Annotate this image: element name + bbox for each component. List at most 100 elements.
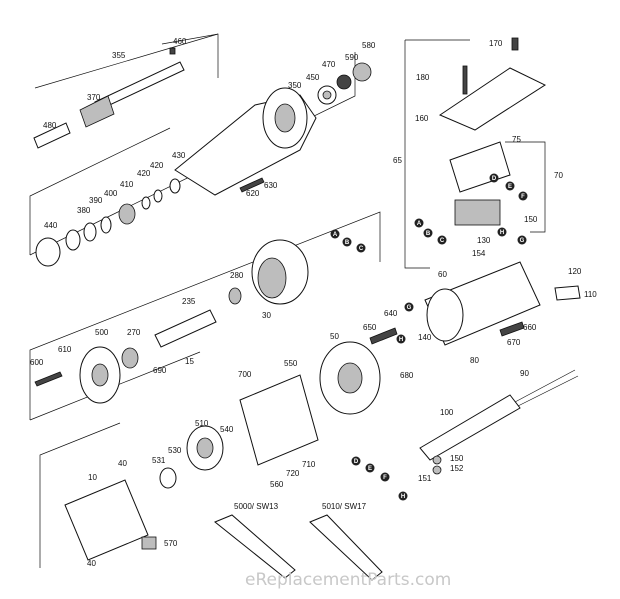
switch-assembly [369, 37, 581, 346]
washer-420a [141, 196, 151, 210]
bearing-cover-bore [337, 362, 363, 394]
motor-assembly [34, 239, 309, 404]
badge-dot [518, 191, 528, 201]
part-label: 170 [489, 39, 503, 48]
badge-letter: C [359, 246, 364, 252]
cord-wire-b [517, 375, 579, 407]
collet-key [33, 122, 71, 149]
connector-badge: E [505, 181, 515, 191]
connector-badge: D [351, 456, 361, 466]
cap-152 [432, 465, 442, 475]
badge-letter: D [354, 459, 359, 465]
connector-badge: G [517, 235, 527, 245]
part-label: 700 [238, 370, 252, 379]
cord-assembly [419, 369, 579, 475]
badge-letter: G [520, 238, 525, 244]
badge-dot [398, 491, 408, 501]
frame-switch-group [505, 141, 546, 233]
ring-430 [169, 178, 181, 194]
callout-labels: 3554603704803504504705905804304204204104… [30, 37, 597, 568]
part-label: 480 [43, 121, 57, 130]
bearing-280 [228, 287, 242, 305]
washer-390 [83, 222, 97, 242]
screw-660 [499, 321, 525, 337]
housing-assembly [64, 341, 381, 561]
part-label: 530 [168, 446, 182, 455]
wrench-5010 [309, 514, 383, 581]
part-label: 550 [284, 359, 298, 368]
part-label: 5010/ SW17 [322, 502, 367, 511]
part-label: 540 [220, 425, 234, 434]
part-label: 680 [400, 371, 414, 380]
watermark-text: eReplacementParts.com [245, 570, 451, 590]
badge-dot [365, 463, 375, 473]
part-label: 75 [512, 135, 521, 144]
part-label: 660 [523, 323, 537, 332]
badge-letter: B [426, 231, 431, 237]
badge-dot [356, 243, 366, 253]
part-label: 580 [362, 41, 376, 50]
part-label: 50 [330, 332, 339, 341]
fan-hub [196, 437, 214, 459]
connector-badge: A [330, 229, 340, 239]
part-label: 460 [173, 37, 187, 46]
part-label: 590 [345, 53, 359, 62]
part-label: 420 [150, 161, 164, 170]
part-label: 40 [118, 459, 127, 468]
part-label: 500 [95, 328, 109, 337]
part-label: 30 [262, 311, 271, 320]
frame-gear-bottom [29, 52, 356, 256]
bearing-410 [118, 203, 136, 225]
part-label: 90 [520, 369, 529, 378]
part-label: 620 [246, 189, 260, 198]
screw-600 [34, 371, 63, 387]
part-label: 100 [440, 408, 454, 417]
cap-150 [432, 455, 442, 465]
part-label: 150 [524, 215, 538, 224]
badge-letter: H [401, 494, 405, 500]
part-label: 151 [418, 474, 432, 483]
badge-dot [380, 472, 390, 482]
part-label: 60 [438, 270, 447, 279]
connector-badge: H [398, 491, 408, 501]
badge-dot [497, 227, 507, 237]
part-label: 380 [77, 206, 91, 215]
badge-letter: F [521, 194, 525, 200]
switch-cover-160 [438, 67, 547, 131]
ring-531 [159, 467, 177, 489]
cap-570 [141, 536, 157, 550]
armature-235 [154, 309, 217, 348]
badge-dot [489, 173, 499, 183]
part-label: 70 [554, 171, 563, 180]
bearing-plate-bore [91, 363, 109, 387]
badge-dot [517, 235, 527, 245]
part-label: 430 [172, 151, 186, 160]
part-label: 650 [363, 323, 377, 332]
badge-dot [330, 229, 340, 239]
part-label: 65 [393, 156, 402, 165]
part-label: 630 [264, 181, 278, 190]
washer-400 [100, 216, 112, 234]
part-label: 280 [230, 271, 244, 280]
coupling-580 [352, 62, 372, 82]
spindle-pin [169, 47, 176, 55]
spindle-assembly [33, 47, 185, 149]
part-label: 690 [153, 366, 167, 375]
part-label: 710 [302, 460, 316, 469]
part-label: 152 [450, 464, 464, 473]
part-label: 600 [30, 358, 44, 367]
badge-dot [505, 181, 515, 191]
gear-housing [174, 62, 372, 196]
part-label: 120 [568, 267, 582, 276]
part-label: 610 [58, 345, 72, 354]
part-label: 440 [44, 221, 58, 230]
part-label: 150 [450, 454, 464, 463]
part-label: 670 [507, 338, 521, 347]
collet-nut [79, 95, 115, 128]
connector-badge: C [356, 243, 366, 253]
screw-180 [462, 65, 468, 95]
screw-640 [369, 327, 398, 345]
part-label: 40 [87, 559, 96, 568]
part-label: 140 [418, 333, 432, 342]
